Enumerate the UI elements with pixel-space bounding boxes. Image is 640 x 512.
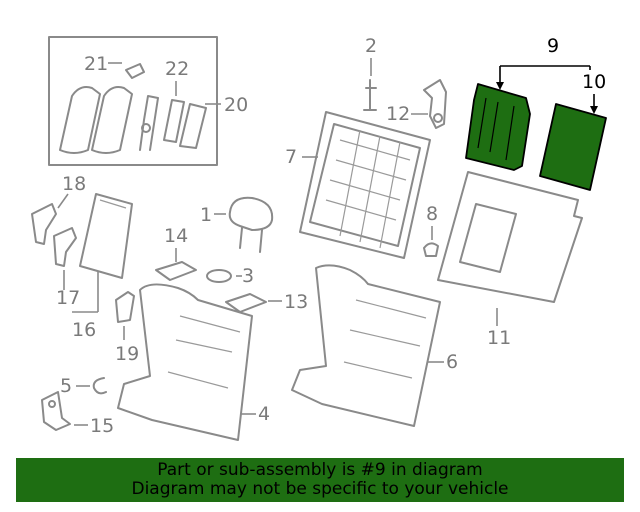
part-2-bolt <box>363 79 377 111</box>
callout-9: 9 <box>547 35 559 57</box>
callout-10: 10 <box>582 71 606 93</box>
callout-1: 1 <box>200 204 212 226</box>
banner-line-2: Diagram may not be specific to your vehi… <box>131 479 509 499</box>
callout-15: 15 <box>90 415 114 437</box>
part-4-cover-left <box>117 283 253 441</box>
part-9-armrest-highlighted <box>465 83 531 171</box>
callout-22: 22 <box>165 58 189 80</box>
part-19-clip <box>115 291 135 323</box>
part-11-back-panel <box>437 171 583 303</box>
part-12-bracket <box>423 79 447 129</box>
callout-21: 21 <box>84 53 108 75</box>
callout-4: 4 <box>258 403 270 425</box>
callout-14: 14 <box>164 225 188 247</box>
part-14-latch <box>155 261 197 281</box>
callout-16: 16 <box>72 319 96 341</box>
callout-3: 3 <box>242 265 254 287</box>
part-10-cover-highlighted <box>539 103 607 191</box>
callout-8: 8 <box>426 203 438 225</box>
callout-12: 12 <box>386 103 410 125</box>
callout-2: 2 <box>365 35 377 57</box>
part-15-bracket <box>41 391 71 431</box>
part-16-cushion <box>79 193 133 279</box>
callout-11: 11 <box>487 327 511 349</box>
callout-19: 19 <box>115 343 139 365</box>
callout-6: 6 <box>446 351 458 373</box>
callout-18: 18 <box>62 173 86 195</box>
part-1-headrest <box>228 196 274 253</box>
callout-13: 13 <box>284 291 308 313</box>
part-7-frame <box>299 111 431 259</box>
part-3-cap <box>206 269 232 283</box>
part-6-cover-right <box>291 264 441 427</box>
callout-5: 5 <box>60 375 72 397</box>
part-18-bracket <box>31 203 57 245</box>
callout-20: 20 <box>224 94 248 116</box>
notice-banner: Part or sub-assembly is #9 in diagram Di… <box>16 458 624 502</box>
part-5-clip <box>92 377 107 395</box>
callout-7: 7 <box>285 146 297 168</box>
part-13-bezel <box>225 293 267 313</box>
callout-17: 17 <box>56 287 80 309</box>
part-8-grommet <box>423 242 439 257</box>
banner-line-1: Part or sub-assembly is #9 in diagram <box>157 460 483 480</box>
part-17-bracket <box>53 227 77 267</box>
inset-box <box>48 36 218 166</box>
